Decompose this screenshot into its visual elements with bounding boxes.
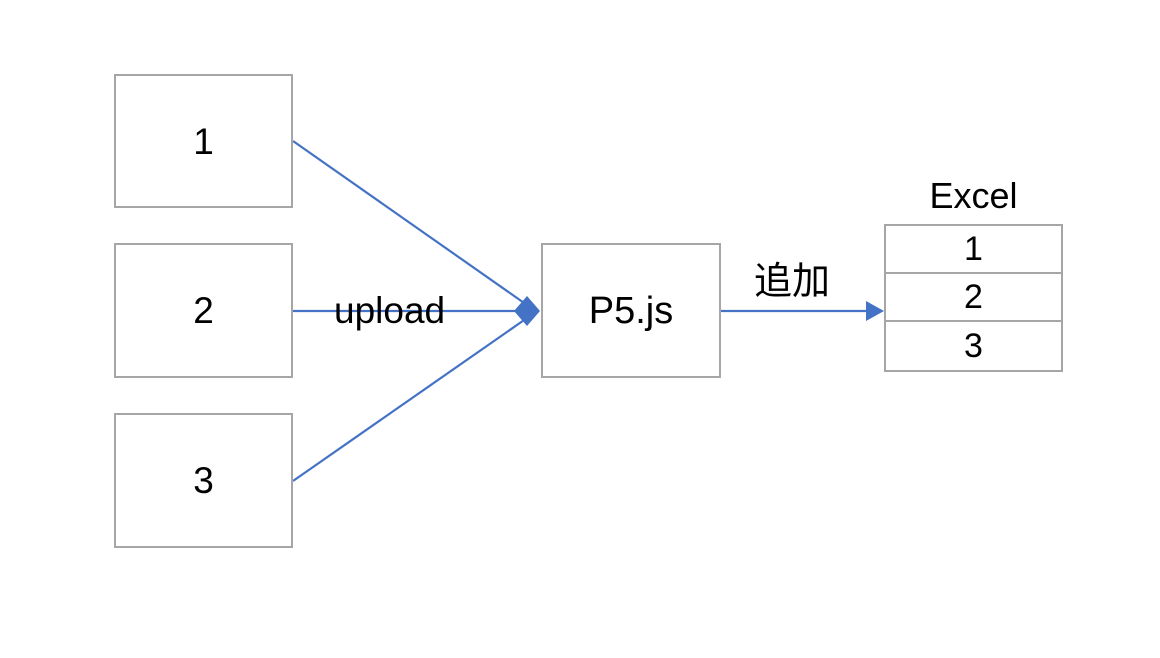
source-box-3[interactable]: 3: [114, 413, 293, 548]
edge-box1-to-p5: [292, 140, 528, 306]
source-box-1-label: 1: [193, 120, 214, 162]
source-box-2-label: 2: [193, 290, 214, 331]
processor-box-label: P5.js: [588, 289, 674, 332]
excel-title: Excel: [929, 175, 1018, 216]
source-box-2[interactable]: 2: [114, 243, 293, 378]
excel-table[interactable]: 1 2 3: [884, 224, 1063, 372]
diamond-arrowhead-icon: [514, 296, 540, 326]
edge-label-upload: upload: [334, 290, 446, 331]
edge-box3-to-p5: [292, 317, 528, 482]
excel-table-row: 3: [964, 327, 983, 365]
triangle-arrowhead-icon: [866, 301, 884, 321]
excel-output-group: Excel 1 2 3: [884, 178, 1063, 372]
edge-label-tsuika: 追加: [754, 259, 831, 303]
processor-box-p5js[interactable]: P5.js: [541, 243, 721, 378]
excel-table-row: 1: [886, 226, 1061, 274]
source-box-1[interactable]: 1: [114, 74, 293, 208]
excel-table-row: 2: [886, 274, 1061, 322]
source-box-3-label: 3: [193, 460, 214, 501]
